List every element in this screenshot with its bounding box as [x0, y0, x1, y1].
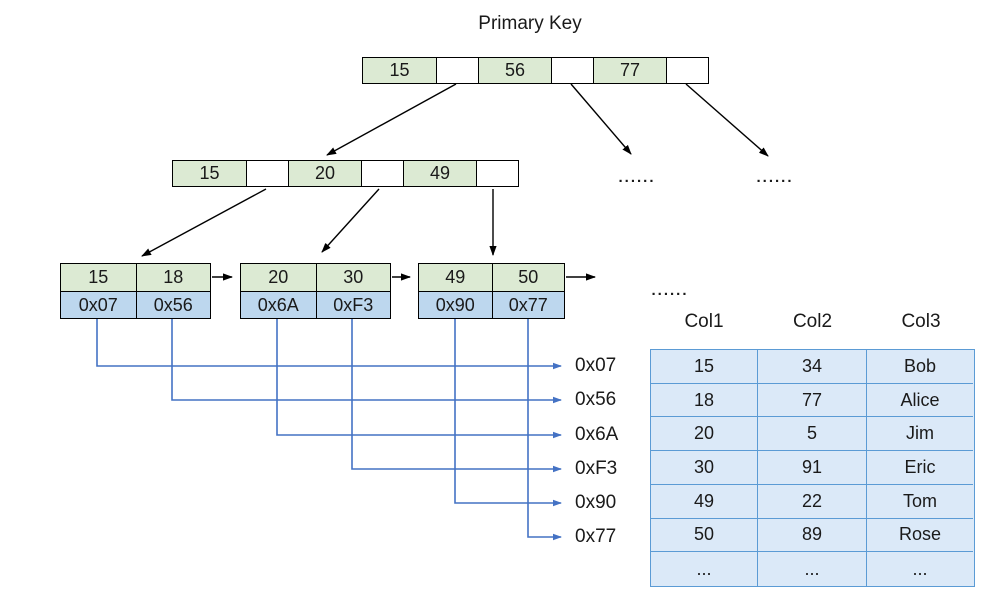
table-header-col3: Col3	[901, 311, 941, 332]
table-cell: ...	[758, 552, 867, 586]
diagram-title: Primary Key	[478, 13, 582, 34]
table-header-col2: Col2	[792, 311, 833, 332]
table-cell: 22	[758, 484, 867, 519]
btree-leaf-node-3: 49 50 0x90 0x77	[418, 263, 565, 319]
btree-leaf-node-1: 15 18 0x07 0x56	[60, 263, 211, 319]
table-cell: Bob	[867, 350, 973, 384]
table-cell: 91	[758, 451, 867, 485]
record-pointer-cell: 0x56	[135, 291, 210, 318]
record-pointer-cell: 0x07	[61, 291, 136, 318]
data-table: 15 34 Bob 18 77 Alice 20 5 Jim 30 91 Eri…	[650, 349, 975, 587]
key-cell: 49	[403, 161, 476, 186]
table-cell: Rose	[867, 518, 973, 553]
key-cell: 15	[173, 161, 246, 186]
more-leaves-ellipsis: ......	[651, 282, 689, 299]
table-cell: ...	[867, 552, 973, 586]
record-pointer-cell: 0x6A	[241, 291, 316, 318]
table-header-col1: Col1	[684, 311, 724, 332]
table-cell: Alice	[867, 383, 973, 418]
key-cell: 56	[478, 58, 551, 83]
edge-root-to-internal	[326, 83, 457, 156]
pointer-slot	[246, 161, 288, 186]
more-nodes-ellipsis: ......	[618, 169, 656, 186]
table-cell: 5	[758, 417, 867, 452]
pointer-slot	[551, 58, 593, 83]
pointer-label-0x56: 0x56	[575, 389, 617, 410]
more-nodes-ellipsis: ......	[756, 169, 794, 186]
table-cell: 34	[758, 350, 867, 384]
edge-internal-to-leaf-2	[321, 188, 380, 253]
pointer-line-0xF3	[351, 317, 562, 473]
edge-root-to-ellipsis-1	[570, 83, 632, 155]
pointer-slot	[361, 161, 403, 186]
table-cell: Jim	[867, 417, 973, 452]
key-cell: 15	[61, 264, 136, 291]
key-cell: 50	[491, 264, 564, 291]
table-cell: 49	[651, 484, 758, 519]
table-cell: ...	[651, 552, 758, 586]
table-cell: 15	[651, 350, 758, 384]
table-cell: 20	[651, 417, 758, 452]
pointer-line-0x77	[527, 317, 562, 541]
pointer-line-0x56	[171, 317, 562, 404]
pointer-label-0xF3: 0xF3	[575, 458, 618, 479]
pointer-slot	[436, 58, 478, 83]
table-cell: 30	[651, 451, 758, 485]
pointer-line-0x07	[96, 317, 562, 370]
pointer-label-0x6A: 0x6A	[575, 424, 619, 445]
pointer-label-0x90: 0x90	[575, 492, 617, 513]
pointer-line-0x6A	[276, 317, 562, 439]
edge-root-to-ellipsis-2	[685, 83, 769, 157]
pointer-slot	[666, 58, 708, 83]
table-cell: Tom	[867, 484, 973, 519]
pointer-slot	[476, 161, 518, 186]
btree-internal-node: 15 20 49	[172, 160, 519, 187]
btree-root-node: 15 56 77	[362, 57, 709, 84]
key-cell: 20	[241, 264, 316, 291]
key-cell: 18	[135, 264, 210, 291]
pointer-label-0x77: 0x77	[575, 526, 617, 547]
table-cell: Eric	[867, 451, 973, 485]
key-cell: 15	[363, 58, 436, 83]
table-cell: 89	[758, 518, 867, 553]
key-cell: 20	[288, 161, 361, 186]
table-cell: 18	[651, 383, 758, 418]
key-cell: 49	[419, 264, 492, 291]
btree-leaf-node-2: 20 30 0x6A 0xF3	[240, 263, 391, 319]
pointer-label-0x07: 0x07	[575, 355, 617, 376]
record-pointer-cell: 0x90	[419, 291, 492, 318]
key-cell: 77	[593, 58, 666, 83]
key-cell: 30	[315, 264, 390, 291]
record-pointer-cell: 0x77	[491, 291, 564, 318]
pointer-line-0x90	[454, 317, 562, 507]
table-cell: 50	[651, 518, 758, 553]
edge-internal-to-leaf-1	[141, 188, 267, 257]
table-cell: 77	[758, 383, 867, 418]
record-pointer-cell: 0xF3	[315, 291, 390, 318]
